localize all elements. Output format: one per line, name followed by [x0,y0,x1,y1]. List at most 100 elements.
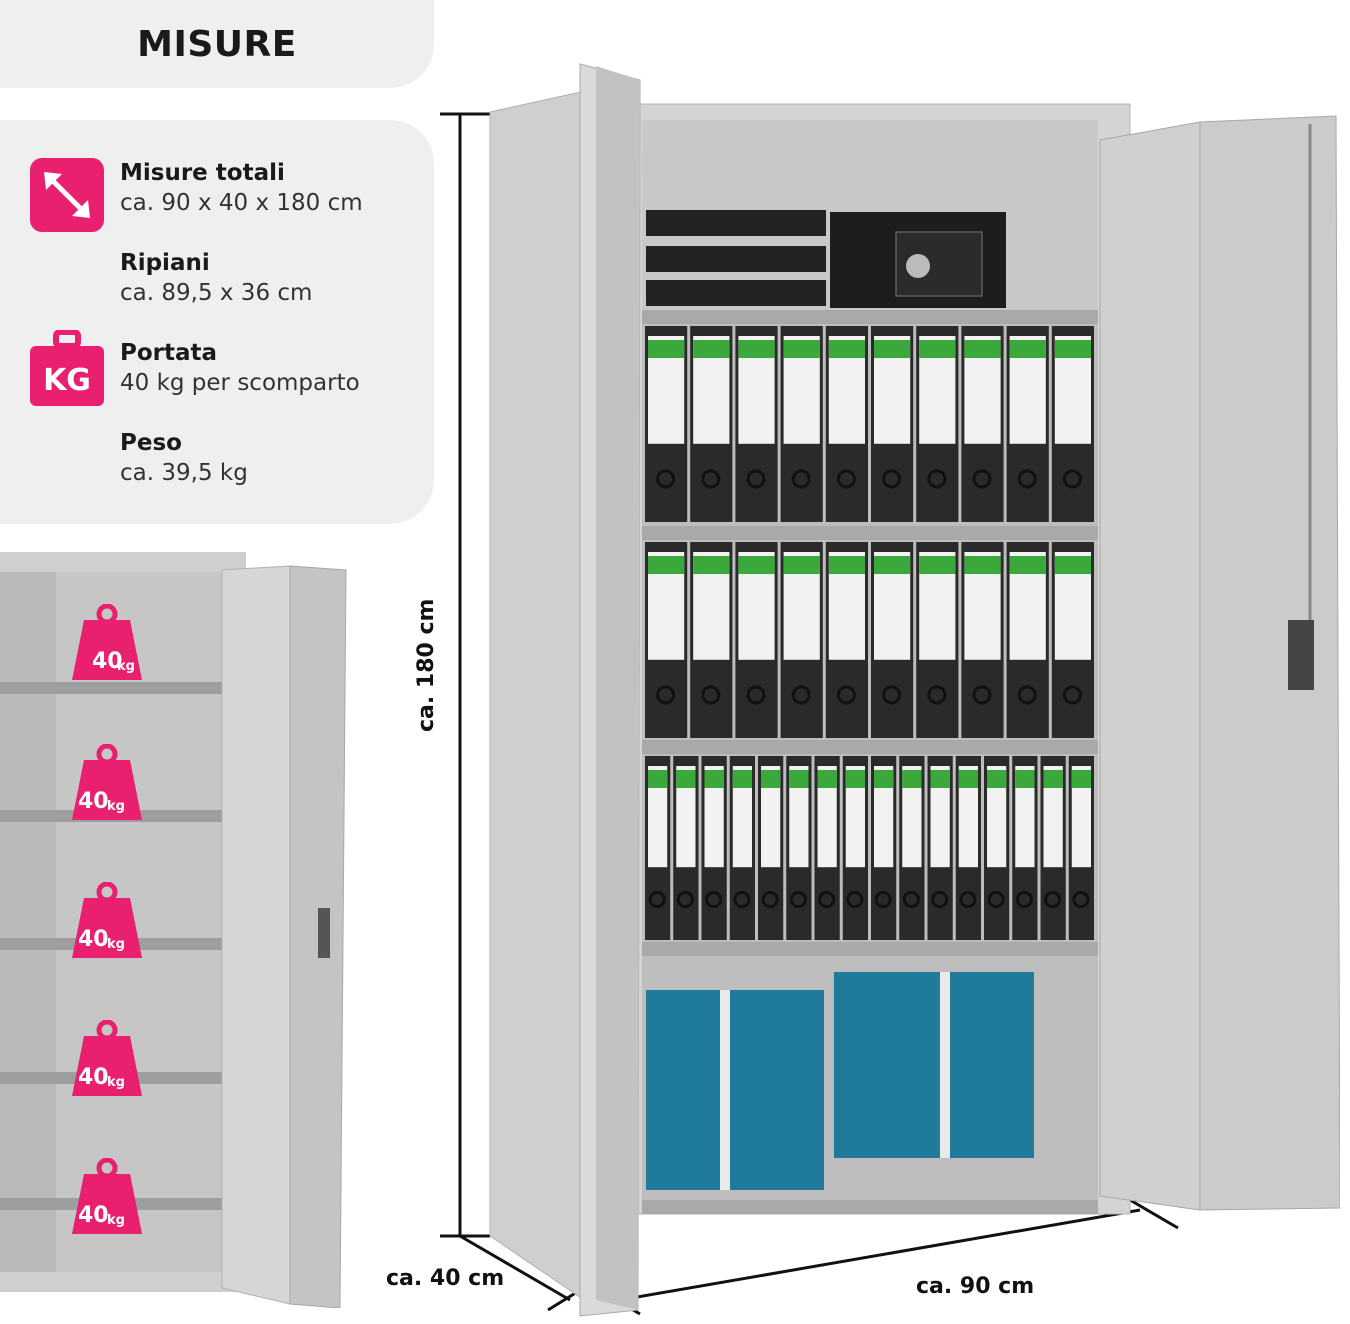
weight-badge: 40 kg [72,1158,142,1234]
binder-ring-hole [836,469,856,489]
weight-badge-unit: kg [107,1075,125,1090]
title-banner: MISURE [0,0,434,88]
binder-label-stripe [930,770,950,788]
binder-label [1015,766,1035,868]
binder-label-stripe [828,340,865,358]
binder-ring-hole [746,685,766,705]
binder-label-stripe [964,556,1001,574]
binder-ring-hole [1062,685,1082,705]
spec-weight: Peso ca. 39,5 kg [120,428,248,488]
binder-label-stripe [783,340,820,358]
main-cabinet-illustration [440,63,1340,1317]
binder-label-stripe [1015,770,1035,788]
spec-value: 40 kg per scomparto [120,370,360,396]
binder-label-stripe [738,556,775,574]
binder-label-stripe [1043,770,1063,788]
binder-ring-hole [761,890,779,909]
weight-badge-number: 40 [78,1065,109,1090]
kg-weight-icon: KG [30,330,104,406]
binder-ring-hole [701,469,721,489]
binder-label-stripe [964,340,1001,358]
binder-label-stripe [693,556,730,574]
binder-label [1071,766,1091,868]
binder-ring-hole [882,685,902,705]
spec-label: Misure totali [120,160,285,186]
binder-ring-hole [1062,469,1082,489]
binder-ring-hole [746,469,766,489]
binder-label [874,766,894,868]
binder-ring-hole [1017,469,1037,489]
binder-label-stripe [648,556,685,574]
binder-ring-hole [1072,890,1090,909]
weight-badge-unit: kg [107,799,125,814]
binder-label-stripe [693,340,730,358]
binder-label-stripe [828,556,865,574]
spec-value: ca. 89,5 x 36 cm [120,280,313,306]
width-dimension-label: ca. 90 cm [916,1274,1035,1299]
binder-ring-hole [791,685,811,705]
binder-ring-hole [1017,685,1037,705]
binder-ring-hole [656,685,676,705]
binder-ring-hole [972,469,992,489]
weight-badge: 40 kg [72,882,142,958]
binder-label-stripe [874,770,894,788]
weight-badge: 40 kg [72,744,142,820]
binder-ring-hole [656,469,676,489]
binder-label-stripe [845,770,865,788]
binder-label-stripe [789,770,809,788]
kg-icon-text: KG [43,363,91,398]
binder-ring-hole [987,890,1005,909]
binder-label [987,766,1007,868]
height-dimension-label: ca. 180 cm [414,598,439,732]
binder-label [817,766,837,868]
binder-ring-hole [846,890,864,909]
spec-label: Portata [120,340,218,366]
binder-ring-hole [648,890,666,909]
weight-badge: 40 kg [72,604,142,680]
binder-label-stripe [1071,770,1091,788]
small-cabinet-illustration [0,552,347,1308]
binder-label [1043,766,1063,868]
binder-ring-hole [882,469,902,489]
binder-label-stripe [1009,556,1046,574]
specs-panel: Misure totali ca. 90 x 40 x 180 cm Ripia… [0,120,434,524]
spec-value: ca. 90 x 40 x 180 cm [120,190,363,216]
binder-label-stripe [783,556,820,574]
binder-ring-hole [1015,890,1033,909]
weight-badge-unit: kg [117,659,135,674]
binder-label-stripe [732,770,752,788]
binder-ring-hole [959,890,977,909]
binder-label-stripe [919,556,956,574]
spec-load: Portata 40 kg per scomparto [120,338,360,398]
binder-label-stripe [987,770,1007,788]
weight-badge-number: 40 [92,649,123,674]
binder-ring-hole [1044,890,1062,909]
binder-label [958,766,978,868]
binder-ring-hole [789,890,807,909]
weight-badge-number: 40 [78,927,109,952]
binder-label-stripe [919,340,956,358]
binder-ring-hole [874,890,892,909]
binder-ring-hole [927,685,947,705]
spec-shelves: Ripiani ca. 89,5 x 36 cm [120,248,312,308]
binder-label [789,766,809,868]
binder-label-stripe [874,340,911,358]
binder-label-stripe [704,770,724,788]
binder-ring-hole [927,469,947,489]
binder-ring-hole [701,685,721,705]
binder-label [648,766,668,868]
binder-label [845,766,865,868]
spec-label: Ripiani [120,250,210,276]
binder-ring-hole [931,890,949,909]
binder-label-stripe [902,770,922,788]
spec-label: Peso [120,430,182,456]
binder-ring-hole [836,685,856,705]
binder-label [761,766,781,868]
binder-label [704,766,724,868]
binder-label-stripe [648,340,685,358]
binder-label-stripe [738,340,775,358]
binder-label [732,766,752,868]
binder-label-stripe [1054,556,1091,574]
binder-ring-hole [705,890,723,909]
binder-label-stripe [958,770,978,788]
